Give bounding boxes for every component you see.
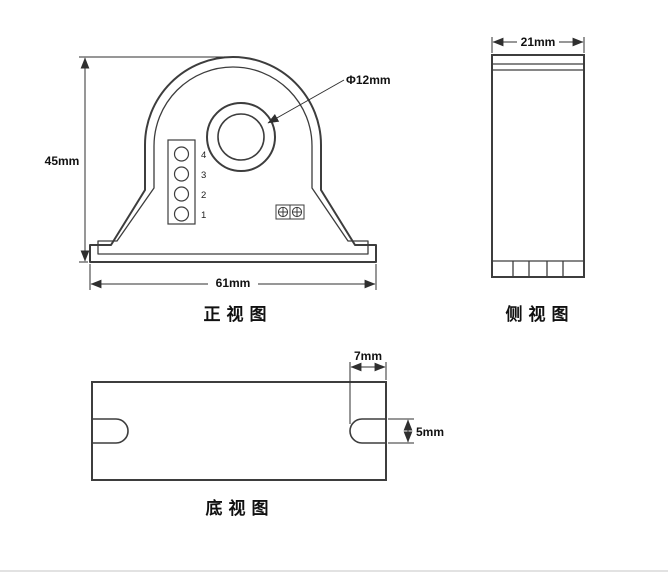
hole-outer-ring [206, 102, 276, 172]
height-dim-label: 45mm [45, 154, 80, 168]
terminal-block: 4 3 2 1 [167, 139, 206, 225]
dim-label-mask [208, 275, 258, 290]
screw-terminal-box-right [289, 204, 305, 220]
bottom-view: 7mm 5mm 底视图 [91, 349, 444, 518]
front-view-title: 正视图 [204, 304, 273, 324]
pin-label-4: 4 [201, 150, 206, 161]
screw-icon [277, 206, 289, 218]
pin-hole-2 [173, 186, 190, 202]
front-view: 4 3 2 1 45mm [45, 56, 391, 324]
dim-label-mask [517, 35, 559, 49]
hole-inner-ring [217, 113, 265, 161]
hole-dim-label: Φ12mm [346, 73, 391, 87]
bottom-body-outline [91, 381, 387, 481]
side-width-dim-label: 21mm [521, 35, 556, 49]
pin-label-1: 1 [201, 210, 206, 221]
window-bottom-edge [0, 570, 668, 572]
bottom-view-title: 底视图 [206, 498, 275, 518]
terminal-block-outline [167, 139, 196, 225]
front-body-inner-outline [97, 66, 369, 255]
pin-hole-3 [173, 166, 190, 182]
width-dim-label: 61mm [216, 276, 251, 290]
slot-width-dimension [349, 362, 387, 424]
hole-dim-leader-line [267, 79, 345, 124]
side-body-outline [491, 54, 585, 278]
slot-height-dimension [388, 418, 414, 444]
left-mounting-slot [92, 418, 129, 444]
slot-height-dim-label: 5mm [416, 425, 444, 439]
screw-terminals [275, 204, 305, 220]
pin-hole-1 [173, 206, 190, 222]
height-dimension [79, 56, 225, 263]
side-mounting-feet [512, 261, 564, 277]
pin-hole-4 [173, 146, 190, 162]
side-view-title: 侧视图 [506, 304, 575, 324]
slot-width-dim-label: 7mm [354, 349, 382, 363]
screw-icon [291, 206, 303, 218]
pin-label-3: 3 [201, 170, 206, 181]
front-body-outline [89, 56, 377, 263]
side-view: 21mm 侧视图 [491, 35, 585, 324]
pin-label-2: 2 [201, 190, 206, 201]
right-mounting-slot [349, 418, 386, 444]
